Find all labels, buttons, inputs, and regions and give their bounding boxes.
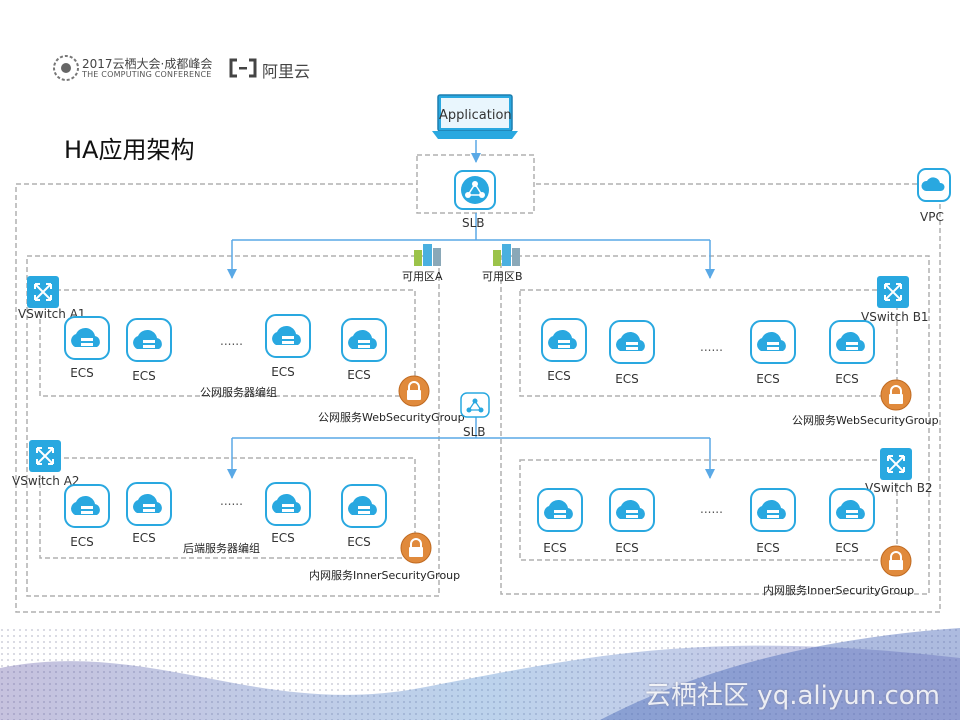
vswitch-a1-icon [27,276,59,308]
application-monitor-icon [432,94,518,139]
lock-icon [880,545,912,577]
conference-logo-icon [53,55,79,81]
vpc-label: VPC [920,210,944,224]
ecs-label: ECS [756,541,780,555]
slb-middle-icon [460,392,490,418]
ecs-label: ECS [347,368,371,382]
ecs-server-icon [64,316,110,360]
lock-icon [400,532,432,564]
ecs-server-icon [609,320,655,364]
vswitch-a2-group [39,457,416,559]
ecs-server-icon [341,318,387,362]
ellipsis-b1: ...... [700,340,723,354]
ecs-server-icon [829,320,875,364]
ecs-server-icon [126,482,172,526]
zone-b-building-icon [493,244,520,266]
ecs-label: ECS [132,531,156,545]
ecs-label: ECS [543,541,567,555]
vswitch-b2-icon [880,448,912,480]
ecs-label: ECS [615,372,639,386]
ellipsis-b2: ...... [700,502,723,516]
lock-icon [880,379,912,411]
ellipsis-a2: ...... [220,494,243,508]
inner-sg-label-b: 内网服务InnerSecurityGroup [763,584,915,597]
footer-decoration [0,628,960,720]
zone-a-building-icon [414,244,441,266]
web-sg-label-a: 公网服务WebSecurityGroup [318,411,465,424]
ecs-label: ECS [756,372,780,386]
slb-middle-label: SLB [463,425,486,439]
vswitch-b1-icon [877,276,909,308]
vpc-boundary [15,183,941,613]
ecs-server-icon [541,318,587,362]
ecs-server-icon [750,320,796,364]
vswitch-a1-label: VSwitch A1 [18,307,86,321]
conference-subtitle: THE COMPUTING CONFERENCE [82,70,212,79]
ecs-label: ECS [615,541,639,555]
ecs-label: ECS [835,541,859,555]
zone-a-label: 可用区A [402,270,443,283]
slb-icon [454,170,496,210]
lock-icon [398,375,430,407]
aliyun-logo-icon [229,58,257,78]
vswitch-a2-icon [29,440,61,472]
ecs-label: ECS [70,535,94,549]
public-group-label: 公网服务器编组 [200,386,277,399]
ecs-server-icon [265,314,311,358]
backend-group-label: 后端服务器编组 [183,542,260,555]
ecs-server-icon [537,488,583,532]
vpc-cloud-icon [917,168,951,202]
ellipsis-a1: ...... [220,334,243,348]
ecs-label: ECS [271,531,295,545]
page-title: HA应用架构 [64,136,195,164]
vswitch-b1-group [519,289,898,397]
watermark: 云栖社区 yq.aliyun.com [645,681,940,711]
ecs-server-icon [609,488,655,532]
vswitch-a1-group [39,289,416,397]
ecs-label: ECS [132,369,156,383]
conference-name: 2017云栖大会·成都峰会 [82,57,213,71]
ecs-server-icon [750,488,796,532]
header-band [0,0,960,90]
ecs-server-icon [265,482,311,526]
vswitch-b1-label: VSwitch B1 [861,310,929,324]
web-sg-label-b: 公网服务WebSecurityGroup [792,414,939,427]
aliyun-brand: 阿里云 [262,62,311,81]
ecs-server-icon [64,484,110,528]
slb-top-label: SLB [462,216,485,230]
ecs-label: ECS [347,535,371,549]
zone-b-label: 可用区B [482,270,523,283]
ecs-label: ECS [835,372,859,386]
ecs-label: ECS [70,366,94,380]
vswitch-a2-label: VSwitch A2 [12,474,80,488]
inner-sg-label-a: 内网服务InnerSecurityGroup [309,569,461,582]
ecs-server-icon [829,488,875,532]
zone-b-boundary [500,255,930,595]
ecs-label: ECS [547,369,571,383]
application-label: Application [439,108,512,123]
ecs-server-icon [341,484,387,528]
ecs-server-icon [126,318,172,362]
ecs-label: ECS [271,365,295,379]
vswitch-b2-label: VSwitch B2 [865,481,933,495]
vswitch-b2-group [519,459,898,561]
